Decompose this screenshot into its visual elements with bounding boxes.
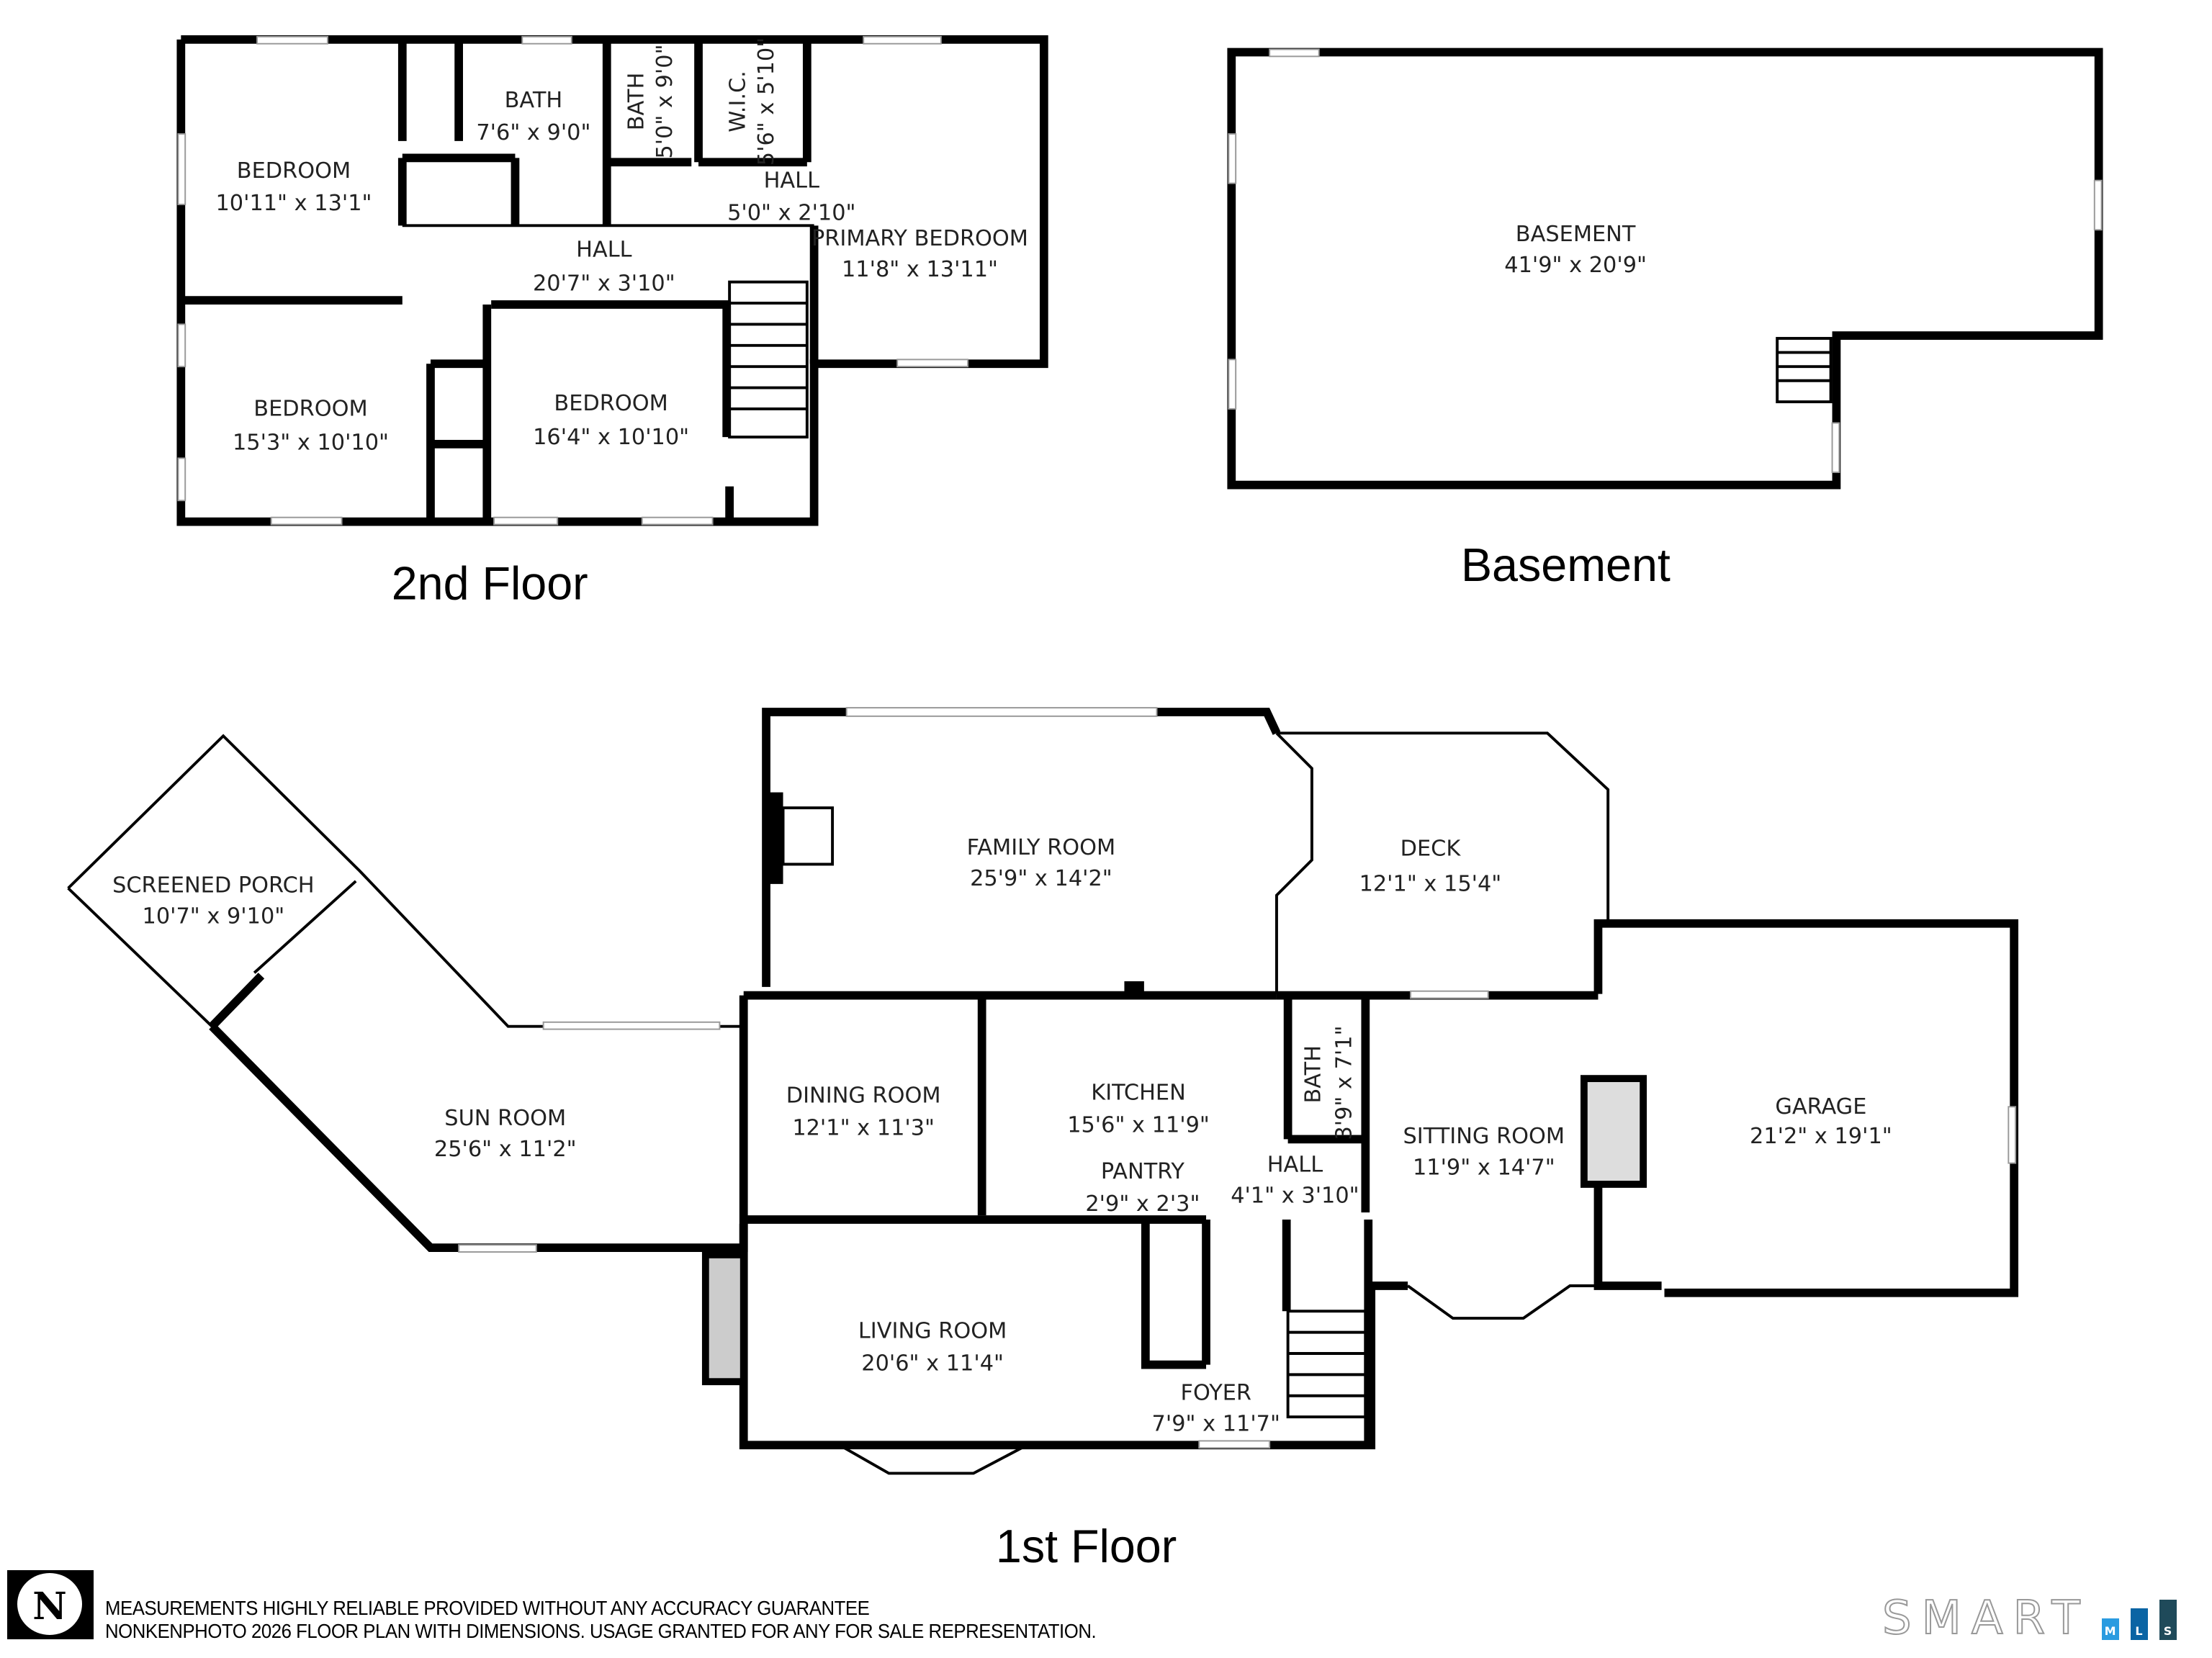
room-dims: 11'8" x 13'11" xyxy=(842,257,998,282)
room-name: BATH xyxy=(624,73,649,131)
room-name: HALL xyxy=(764,168,819,193)
room-name: PRIMARY BEDROOM xyxy=(811,226,1028,251)
room-dims: 15'3" x 10'10" xyxy=(233,431,389,456)
room-name: KITCHEN xyxy=(1091,1081,1185,1106)
room-labels-1st-floor: SCREENED PORCH 10'7" x 9'10" FAMILY ROOM… xyxy=(112,835,1892,1437)
room-dims: 20'6" x 11'4" xyxy=(861,1351,1004,1377)
room-name: DINING ROOM xyxy=(786,1083,941,1108)
first-floor-plan xyxy=(67,707,2019,1475)
fireplace-icon xyxy=(701,1251,747,1386)
room-dims: 2'9" x 2'3" xyxy=(1085,1191,1200,1217)
brand-word: SMART xyxy=(1881,1592,2090,1645)
room-name: BATH xyxy=(1301,1045,1326,1104)
room-dims: 11'9" x 14'7" xyxy=(1413,1155,1555,1180)
room-dims: 3'9" x 7'1" xyxy=(1332,1025,1357,1140)
stairs-icon xyxy=(1286,1310,1367,1419)
room-dims: 12'1" x 15'4" xyxy=(1359,872,1502,897)
nonkenphoto-logo: N xyxy=(7,1570,94,1639)
room-dims: 7'9" x 11'7" xyxy=(1152,1412,1280,1437)
room-name: BEDROOM xyxy=(237,158,351,184)
room-name: SCREENED PORCH xyxy=(112,873,315,898)
disclaimer-line-2: NONKENPHOTO 2026 FLOOR PLAN WITH DIMENSI… xyxy=(105,1620,1097,1642)
room-dims: 4'1" x 3'10" xyxy=(1231,1183,1359,1208)
basement-plan xyxy=(1227,48,2103,490)
floor-title-1st: 1st Floor xyxy=(996,1520,1177,1572)
room-dims: 5'0" x 2'10" xyxy=(727,201,855,226)
room-dims: 20'7" x 3'10" xyxy=(533,271,675,296)
room-dims: 5'6" x 5'10" xyxy=(754,37,779,166)
brand-letter-m: M xyxy=(2101,1618,2119,1640)
fireplace-icon xyxy=(781,806,835,866)
floor-title-2nd: 2nd Floor xyxy=(392,557,588,609)
room-name: FAMILY ROOM xyxy=(967,835,1116,860)
room-name: LIVING ROOM xyxy=(858,1318,1007,1343)
fireplace-icon xyxy=(766,792,783,884)
brand-letter-l: L xyxy=(2130,1608,2148,1640)
room-name: BATH xyxy=(505,88,563,113)
room-dims: 16'4" x 10'10" xyxy=(533,425,689,450)
room-dims: 25'9" x 14'2" xyxy=(970,866,1112,891)
stairs-icon xyxy=(1776,337,1833,404)
room-name: HALL xyxy=(1267,1152,1323,1177)
second-floor-plan xyxy=(176,35,1048,526)
room-dims: 25'6" x 11'2" xyxy=(434,1137,577,1162)
room-dims: 5'0" x 9'0" xyxy=(652,44,678,158)
room-name: BEDROOM xyxy=(554,391,667,416)
fireplace-icon xyxy=(1580,1075,1647,1188)
room-dims: 12'1" x 11'3" xyxy=(792,1115,935,1140)
disclaimer-line-1: MEASUREMENTS HIGHLY RELIABLE PROVIDED WI… xyxy=(105,1597,870,1619)
smart-mls-logo: SMART M L S xyxy=(1881,1592,2177,1645)
room-name: PANTRY xyxy=(1101,1159,1184,1184)
room-dims: 10'7" x 9'10" xyxy=(143,904,285,929)
room-name: SITTING ROOM xyxy=(1403,1124,1565,1149)
room-name: DECK xyxy=(1401,837,1462,862)
room-dims: 41'9" x 20'9" xyxy=(1504,253,1647,278)
room-name: W.I.C. xyxy=(726,71,751,132)
room-dims: 10'11" x 13'1" xyxy=(215,191,372,216)
room-labels-basement: BASEMENT 41'9" x 20'9" xyxy=(1504,222,1647,278)
floor-title-basement: Basement xyxy=(1461,539,1671,591)
logo-letter: N xyxy=(32,1585,67,1628)
room-name: FOYER xyxy=(1181,1381,1251,1406)
room-name: BASEMENT xyxy=(1516,222,1636,247)
room-name: BEDROOM xyxy=(253,397,367,422)
room-name: HALL xyxy=(576,237,631,262)
room-dims: 15'6" x 11'9" xyxy=(1067,1113,1210,1138)
brand-letter-s: S xyxy=(2159,1600,2177,1640)
room-name: SUN ROOM xyxy=(444,1106,566,1131)
room-name: GARAGE xyxy=(1775,1094,1866,1119)
room-labels-2nd-floor: BEDROOM 10'11" x 13'1" BATH 7'6" x 9'0" … xyxy=(215,37,1028,456)
room-dims: 7'6" x 9'0" xyxy=(476,120,590,145)
stairs-icon xyxy=(728,280,809,439)
room-dims: 21'2" x 19'1" xyxy=(1750,1124,1892,1149)
